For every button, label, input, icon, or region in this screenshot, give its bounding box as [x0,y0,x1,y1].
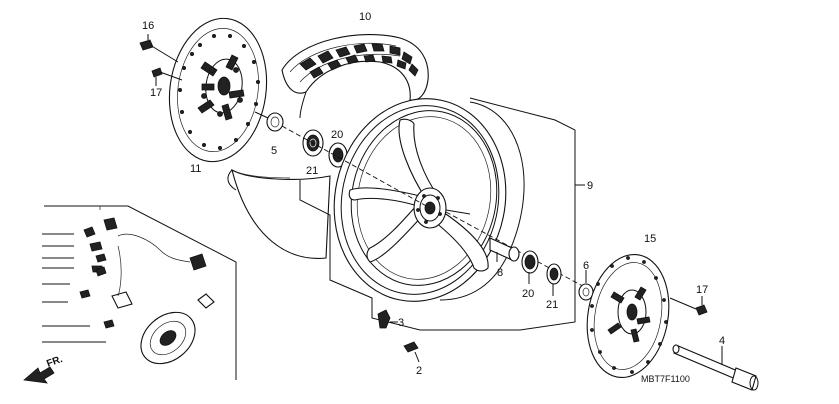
disc-bolt-16 [139,34,179,63]
callout-2: 2 [416,365,422,377]
callout-21: 21 [306,165,318,177]
brake-disc-right [586,253,670,379]
dust-seal-20-right [521,250,539,284]
brake-disc-left [168,17,268,163]
distance-collar-8 [489,237,520,262]
side-collar-6 [578,270,594,301]
axle-4 [672,344,759,391]
valve-3 [377,309,398,329]
callout-15: 15 [644,233,656,245]
callout-9: 9 [587,180,593,192]
callout-labels: 16 17 11 10 5 20 21 9 8 20 21 6 3 2 15 1… [45,11,725,384]
drawing-code: MBT7F1100 [641,374,690,384]
callout-17: 17 [150,87,162,99]
sensor-subassembly-panel [44,205,237,380]
disc-bolt-17-right [669,296,708,316]
callout-20: 20 [331,129,343,141]
callout-21-right: 21 [546,299,558,311]
callout-5: 5 [271,145,277,157]
direction-label: FR. [45,354,64,370]
sensor-small-parts [79,217,215,329]
callout-3: 3 [398,317,404,329]
tire-lower-half [227,168,331,260]
disc-bolt-17 [151,67,183,86]
callout-20-right: 20 [522,288,534,300]
valve-cap-2 [403,341,420,363]
callout-16: 16 [142,20,154,32]
callout-8: 8 [497,267,503,279]
dust-seal-20 [328,142,348,168]
front-direction-arrow [23,366,55,384]
pulser-ring [140,311,196,365]
sensor-leader-lines [42,233,106,343]
wheel-assembly-bracket [299,97,585,331]
callout-10: 10 [359,11,371,23]
callout-4: 4 [719,335,725,347]
side-collar-5 [254,111,284,132]
callout-11: 11 [190,163,201,175]
callout-17-right: 17 [696,284,708,296]
front-wheel [333,98,525,302]
callout-6: 6 [583,260,589,272]
bearing-21-right [546,263,562,296]
